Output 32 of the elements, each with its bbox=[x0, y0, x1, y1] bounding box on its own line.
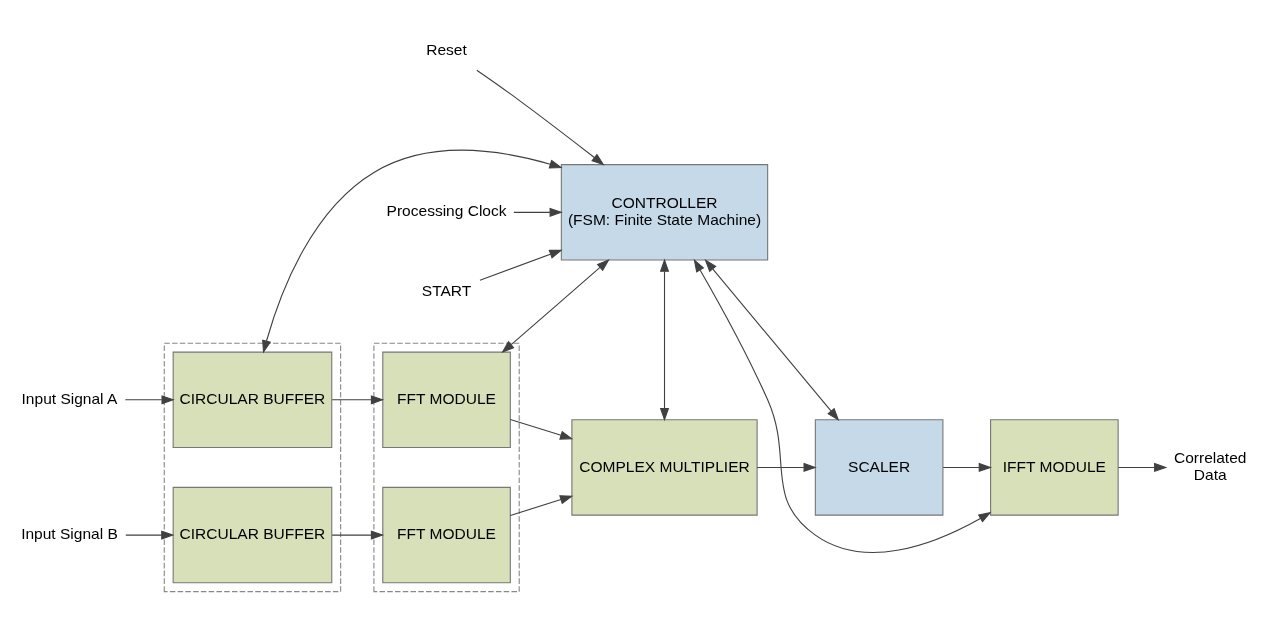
arrow bbox=[509, 495, 573, 516]
node-text: Input Signal B bbox=[20, 525, 118, 543]
arrow bbox=[124, 530, 174, 540]
node-box: COMPLEX MULTIPLIER bbox=[570, 419, 758, 516]
arrow bbox=[124, 395, 175, 405]
arrow bbox=[509, 418, 573, 440]
node-box: CIRCULAR BUFFER bbox=[172, 351, 332, 449]
arrow bbox=[331, 395, 384, 405]
arrow bbox=[756, 462, 817, 473]
arrow bbox=[942, 462, 992, 473]
arrow bbox=[261, 149, 563, 354]
arrow bbox=[693, 258, 992, 553]
arrow bbox=[478, 249, 563, 281]
node-box: CIRCULAR BUFFER bbox=[172, 486, 332, 584]
node-box: FFT MODULE bbox=[381, 351, 511, 449]
node-text: Reset bbox=[425, 40, 467, 58]
node-box: CONTROLLER (FSM: Finite State Machine) bbox=[560, 164, 768, 261]
node-text: START bbox=[421, 282, 471, 300]
arrow bbox=[1117, 462, 1167, 473]
arrow bbox=[704, 259, 839, 421]
arrow bbox=[475, 69, 605, 166]
node-text: Processing Clock bbox=[386, 202, 506, 220]
arrow bbox=[331, 530, 384, 540]
arrow bbox=[659, 258, 669, 422]
node-box: SCALER bbox=[814, 419, 943, 516]
arrow bbox=[512, 207, 563, 217]
arrow bbox=[500, 258, 610, 354]
node-text: Correlated Data bbox=[1173, 449, 1246, 483]
node-box: IFFT MODULE bbox=[989, 419, 1119, 516]
node-box: FFT MODULE bbox=[381, 486, 511, 584]
node-text: Input Signal A bbox=[21, 389, 117, 407]
cluster bbox=[163, 342, 341, 593]
